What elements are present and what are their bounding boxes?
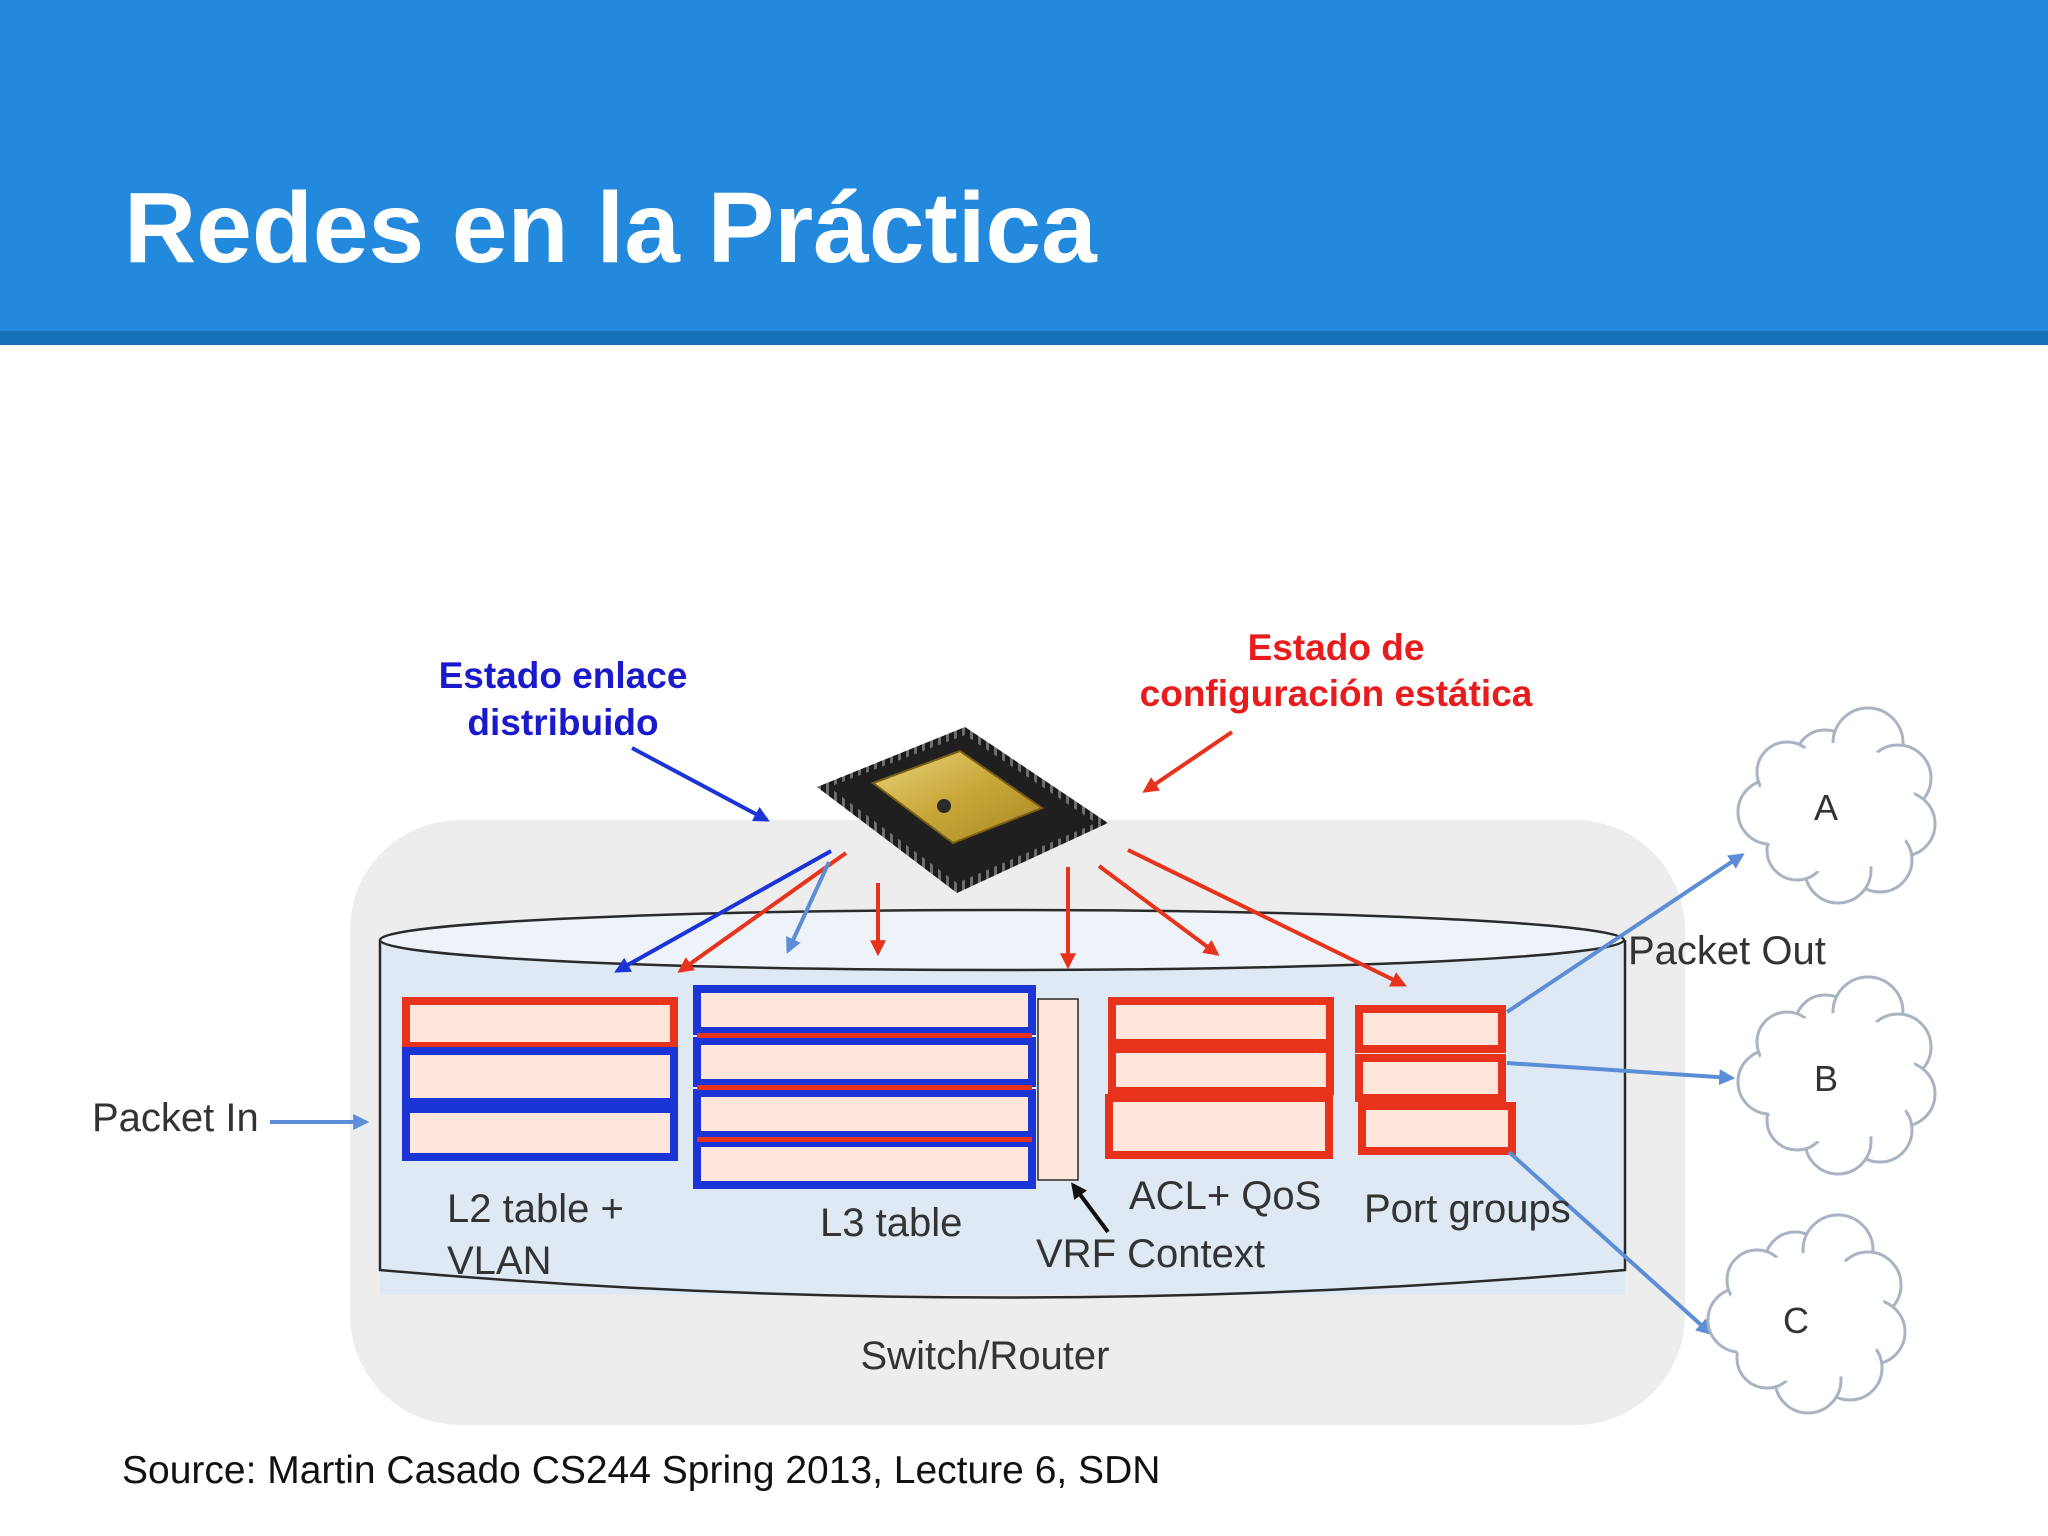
cloud-b [1736, 975, 1937, 1176]
acl-qos-table [1105, 997, 1334, 1159]
blue-annotation-line1: Estado enlace [439, 655, 688, 696]
l3-row [693, 1139, 1036, 1189]
red-arrow-to-l2 [677, 851, 848, 973]
port-row [1355, 1054, 1506, 1102]
l2-row [402, 1105, 678, 1161]
red-annotation-arrow [1142, 730, 1234, 793]
blue-annotation-arrow [631, 746, 770, 822]
packet-out-arrow-c [1507, 1150, 1713, 1336]
l3-table-label: L3 table [820, 1201, 962, 1245]
title-bar [0, 0, 2048, 331]
port-groups-label: Port groups [1364, 1187, 1571, 1231]
l2-table-label-line1: L2 table + [447, 1187, 624, 1231]
port-row [1355, 1005, 1506, 1053]
red-arrow-to-acl [1097, 864, 1220, 956]
packet-out-arrow-b [1506, 1061, 1736, 1086]
red-annotation-line2: configuración estática [1140, 673, 1533, 714]
vrf-context-label: VRF Context [1036, 1232, 1265, 1276]
port-groups-table [1355, 1005, 1516, 1155]
l2-table-label-line2: VLAN [447, 1239, 552, 1283]
l3-overlay-line [697, 1137, 1032, 1142]
l3-table [693, 985, 1036, 1189]
cloud-b-label: B [1814, 1058, 1838, 1099]
acl-qos-label: ACL+ QoS [1129, 1174, 1321, 1218]
acl-row [1108, 1045, 1334, 1095]
red-annotation-line1: Estado de [1248, 627, 1425, 668]
acl-row [1108, 997, 1334, 1047]
cylinder-outline [378, 940, 1627, 1299]
switch-router-label: Switch/Router [861, 1334, 1110, 1378]
chip-icon [817, 727, 1108, 893]
vrf-context-column [1037, 998, 1079, 1181]
acl-row [1105, 1094, 1333, 1159]
title-bar-shadow [0, 331, 2048, 345]
l3-row [693, 985, 1036, 1035]
blue-annotation-line2: distribuido [467, 702, 658, 743]
l2-table [402, 997, 678, 1161]
packet-out-label: Packet Out [1628, 929, 1826, 973]
l3-row [693, 1037, 1036, 1087]
l3-row [693, 1089, 1036, 1139]
red-arrow-to-ports [1127, 848, 1407, 987]
packet-out-arrow-a [1505, 853, 1745, 1014]
cylinder-top [378, 908, 1626, 972]
source-citation: Source: Martin Casado CS244 Spring 2013,… [122, 1449, 1161, 1492]
blue-arrow-to-l2 [614, 849, 832, 973]
cloud-c [1706, 1213, 1907, 1415]
cloud-c-label: C [1783, 1300, 1809, 1341]
slide-title: Redes en la Práctica [124, 172, 1097, 284]
cloud-a [1736, 706, 1937, 905]
packet-in-label: Packet In [92, 1096, 259, 1140]
cloud-a-label: A [1814, 787, 1838, 828]
l3-overlay-line [697, 1085, 1032, 1090]
vrf-pointer-arrow [1071, 1182, 1110, 1234]
l2-row [402, 1047, 678, 1106]
l2-row [402, 997, 678, 1050]
l3-overlay-line [697, 1033, 1032, 1038]
lightblue-arrow-to-l3 [786, 861, 831, 954]
port-row [1358, 1102, 1516, 1155]
